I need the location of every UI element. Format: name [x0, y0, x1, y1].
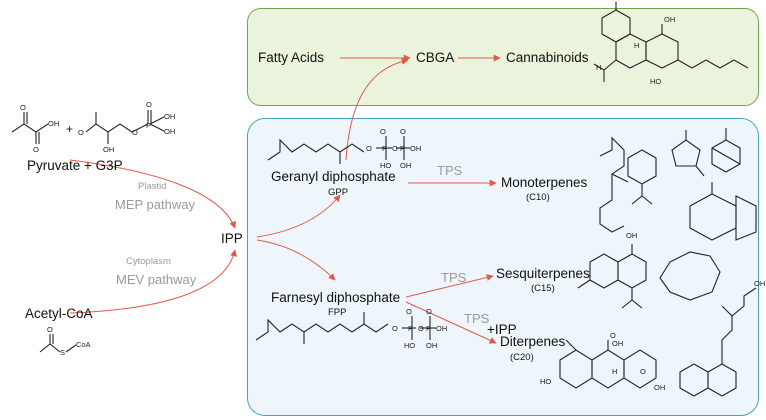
svg-text:OH: OH [754, 279, 765, 288]
svg-text:OH: OH [426, 341, 437, 350]
pyruvate-o-top: O [20, 103, 26, 112]
svg-text:H: H [596, 63, 601, 72]
svg-text:O: O [78, 128, 84, 137]
svg-text:P: P [408, 324, 413, 333]
cannabinoid-pathway-box [247, 8, 759, 106]
arrow-acetylcoa-ipp [69, 249, 238, 314]
svg-text:OH: OH [400, 161, 411, 170]
svg-text:O: O [146, 100, 152, 109]
pyruvate-g3p-label: Pyruvate + G3P [27, 158, 123, 173]
tps-di-label: TPS [464, 311, 490, 326]
svg-text:P: P [382, 144, 387, 153]
svg-text:CoA: CoA [76, 340, 91, 349]
tps-sesqui-label: TPS [441, 270, 467, 285]
c15-label: (C15) [531, 283, 555, 294]
svg-text:OH: OH [654, 383, 665, 392]
diterpenes-label: Diterpenes [500, 334, 566, 349]
svg-text:P: P [146, 121, 151, 130]
acetyl-coa-label: Acetyl-CoA [25, 306, 93, 321]
svg-text:P: P [426, 324, 431, 333]
mev-pathway-label: MEV pathway [116, 272, 197, 287]
svg-text:HO: HO [380, 161, 391, 170]
arrow-fpp-diterpenes [405, 301, 497, 344]
svg-text:P: P [400, 144, 405, 153]
svg-text:HO: HO [404, 341, 415, 350]
c10-label: (C10) [526, 192, 550, 203]
pyruvate-structure [11, 112, 49, 144]
svg-text:OH: OH [103, 145, 114, 154]
monoterpene-structures [599, 128, 741, 233]
c20-label: (C20) [510, 352, 534, 363]
monoterpenes-label: Monoterpenes [501, 175, 588, 190]
svg-text:O: O [400, 127, 406, 136]
svg-text:OH: OH [612, 339, 623, 348]
svg-text:O: O [392, 324, 398, 333]
ipp-label: IPP [221, 231, 243, 246]
svg-text:OH: OH [664, 15, 675, 24]
arrow-ipp-gpp [256, 194, 341, 238]
cytoplasm-label: Cytoplasm [126, 256, 171, 267]
svg-text:OH: OH [436, 324, 447, 333]
fpp-abbr-label: FPP [328, 307, 347, 318]
pyruvate-oh: OH [48, 119, 59, 128]
svg-text:OH: OH [164, 112, 175, 121]
svg-text:H: H [634, 41, 639, 50]
fatty-acids-label: Fatty Acids [258, 50, 325, 65]
diterpene-structures [559, 287, 757, 397]
svg-text:O: O [366, 144, 372, 153]
acetylcoa-structure [39, 334, 77, 353]
fpp-name-label: Farnesyl diphosphate [271, 290, 401, 305]
tps-mono-label: TPS [437, 163, 463, 178]
arrow-ipp-fpp [256, 239, 336, 281]
svg-text:HO: HO [650, 77, 661, 86]
arrow-pyruvate-ipp [69, 159, 236, 229]
svg-text:O: O [132, 128, 138, 137]
svg-text:O: O [380, 127, 386, 136]
arrow-fpp-sesquiterpenes [405, 274, 494, 298]
plastid-label: Plastid [138, 181, 167, 192]
svg-text:OH: OH [164, 127, 175, 136]
svg-text:O: O [418, 324, 424, 333]
svg-text:O: O [426, 307, 432, 316]
svg-text:HO: HO [540, 377, 551, 386]
svg-text:O: O [610, 331, 616, 340]
gpp-structure [267, 136, 410, 164]
cbga-label: CBGA [416, 50, 455, 65]
svg-text:OH: OH [410, 144, 421, 153]
svg-text:O: O [392, 144, 398, 153]
svg-text:O: O [47, 325, 53, 334]
svg-text:O: O [406, 307, 412, 316]
cannabinoids-label: Cannabinoids [506, 50, 589, 65]
mep-pathway-label: MEP pathway [115, 197, 195, 212]
svg-text:S: S [60, 348, 65, 357]
cannabinoid-structure [593, 2, 749, 82]
gpp-abbr-label: GPP [328, 187, 349, 198]
fpp-structure [255, 312, 436, 344]
sesquiterpenes-label: Sesquiterpenes [496, 266, 590, 281]
g3p-structure [85, 110, 165, 144]
pyruvate-o-bottom: O [33, 145, 39, 154]
gpp-name-label: Geranyl diphosphate [271, 169, 396, 184]
svg-text:O: O [640, 367, 646, 376]
arrow-gpp-cbga [345, 57, 409, 161]
terpene-pathway-box [247, 118, 759, 416]
plus-ipp-label: +IPP [487, 322, 517, 337]
svg-text:OH: OH [626, 231, 637, 240]
svg-text:H: H [612, 367, 617, 376]
sesquiterpene-structures [577, 182, 757, 309]
plus-sign: + [66, 122, 74, 136]
